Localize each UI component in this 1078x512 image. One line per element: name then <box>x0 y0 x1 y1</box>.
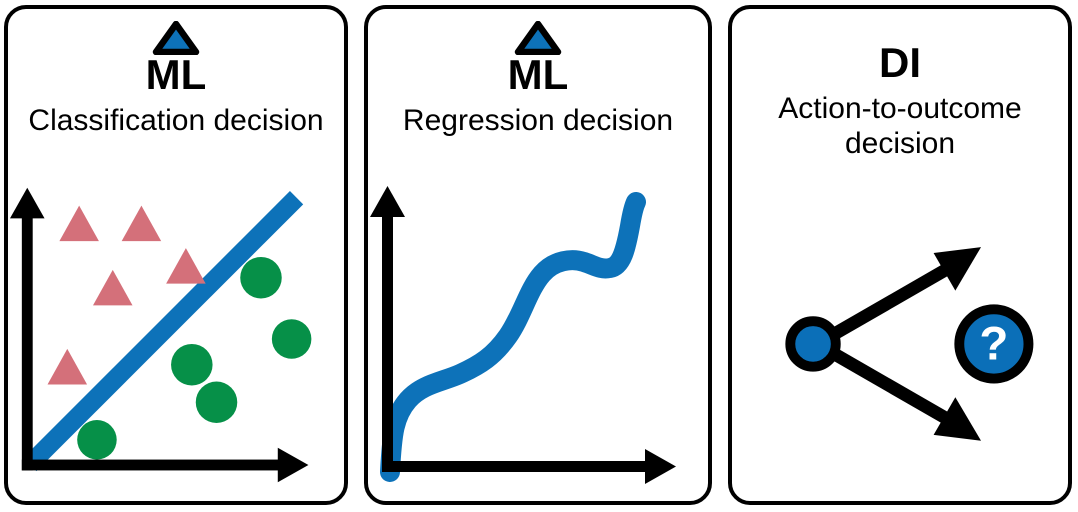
panel-title: ML <box>507 51 569 98</box>
panel-decision-intelligence: DI Action-to-outcome decision ? <box>728 5 1072 505</box>
axes <box>9 187 309 483</box>
outcome-arrows <box>813 263 951 425</box>
action-outcome-figure: ? <box>732 179 1068 499</box>
class-a-markers <box>47 205 206 385</box>
regression-curve-figure <box>368 179 708 499</box>
outcome-arrow-down-shaft <box>813 338 951 425</box>
class-b-markers <box>77 256 312 460</box>
triangle-badge-icon <box>8 20 344 56</box>
panel-regression-header: ML Regression decision <box>368 20 708 138</box>
panel-caption: Regression decision <box>402 104 674 137</box>
question-mark-label: ? <box>979 317 1008 370</box>
panel-regression: ML Regression decision <box>364 5 712 505</box>
outcome-arrow-up-shaft <box>813 263 951 350</box>
panel-caption-line-2: decision <box>844 127 956 160</box>
unknown-outcome-node: ? <box>954 304 1034 384</box>
outcome-arrow-up-head <box>933 247 982 291</box>
decision-boundary-line <box>23 191 304 472</box>
panel-classification: ML Classification decision <box>4 5 348 505</box>
outcome-arrowheads <box>933 247 982 441</box>
regression-curve <box>380 192 646 482</box>
action-node <box>785 316 841 372</box>
panel-di-header: DI Action-to-outcome decision <box>732 21 1068 161</box>
classification-scatter-figure <box>8 179 344 499</box>
panel-caption: Classification decision <box>28 104 324 137</box>
panel-title: DI <box>879 39 921 86</box>
outcome-arrow-down-head <box>933 397 982 441</box>
panel-caption-line-1: Action-to-outcome <box>778 92 1022 125</box>
panel-title: ML <box>145 51 207 98</box>
panel-classification-header: ML Classification decision <box>8 20 344 138</box>
triangle-badge-icon <box>368 20 708 56</box>
axes <box>370 186 676 484</box>
